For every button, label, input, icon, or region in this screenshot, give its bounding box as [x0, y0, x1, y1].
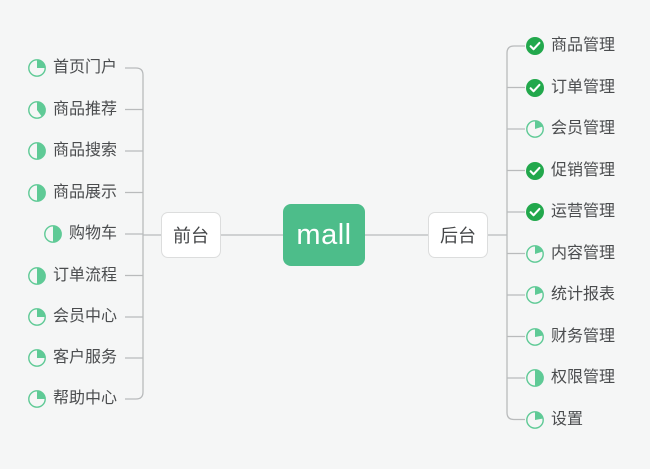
pie-progress-icon [28, 349, 46, 367]
leaf-item[interactable]: 首页门户 [10, 55, 117, 81]
pie-progress-icon [526, 369, 544, 387]
pie-progress-icon [28, 183, 46, 202]
leaf-item[interactable]: 设置 [525, 407, 644, 433]
check-circle-icon [526, 161, 544, 180]
leaf-item[interactable]: 订单管理 [525, 75, 644, 101]
root-node-label: mall [296, 218, 352, 251]
pie-progress-icon [526, 244, 544, 263]
pie-progress-icon [526, 286, 544, 304]
leaf-item[interactable]: 内容管理 [525, 241, 644, 267]
pie-progress-icon [28, 59, 46, 77]
leaf-item[interactable]: 商品展示 [10, 180, 117, 206]
leaf-item[interactable]: 订单流程 [10, 263, 117, 289]
leaf-item-label: 购物车 [68, 225, 117, 242]
pie-progress-icon [44, 225, 62, 243]
leaf-item-label: 会员中心 [52, 308, 117, 325]
leaf-item[interactable]: 客户服务 [10, 345, 117, 371]
leaf-item-label: 客户服务 [52, 349, 117, 366]
leaf-item[interactable]: 商品管理 [525, 33, 644, 59]
branch-node-frontend-label: 前台 [173, 226, 209, 246]
leaf-item[interactable]: 帮助中心 [10, 386, 117, 412]
right-spine [506, 45, 525, 421]
leaf-item-label: 商品展示 [52, 183, 117, 201]
pie-progress-icon [526, 410, 544, 429]
leaf-item-label: 统计报表 [551, 286, 616, 303]
leaf-item[interactable]: 会员管理 [525, 116, 644, 142]
leaf-item-label: 订单流程 [52, 266, 117, 284]
branch-node-backend-label: 后台 [440, 226, 476, 246]
leaf-item-label: 订单管理 [551, 78, 616, 96]
leaf-item[interactable]: 促销管理 [525, 158, 644, 184]
leaf-item-label: 权限管理 [551, 369, 616, 386]
leaf-item-label: 内容管理 [551, 244, 616, 262]
pie-progress-icon [28, 308, 46, 326]
pie-progress-icon [28, 390, 46, 408]
pie-progress-icon [526, 327, 544, 346]
leaf-item[interactable]: 商品搜索 [10, 138, 117, 164]
leaf-item-label: 商品管理 [551, 37, 616, 54]
leaf-item-label: 财务管理 [551, 327, 616, 345]
check-circle-icon [526, 203, 544, 221]
leaf-item-label: 首页门户 [52, 59, 117, 76]
leaf-item[interactable]: 统计报表 [525, 282, 644, 308]
leaf-item-label: 运营管理 [551, 203, 616, 220]
leaf-item[interactable]: 会员中心 [10, 304, 117, 330]
leaf-item-label: 会员管理 [551, 120, 616, 137]
leaf-item[interactable]: 购物车 [10, 221, 117, 247]
leaf-item-label: 促销管理 [551, 161, 616, 179]
leaf-item[interactable]: 权限管理 [525, 365, 644, 391]
leaf-item[interactable]: 商品推荐 [10, 97, 117, 123]
leaf-item-label: 商品搜索 [52, 142, 117, 159]
leaf-item[interactable]: 财务管理 [525, 324, 644, 350]
root-node-mall[interactable]: mall [283, 204, 365, 266]
leaf-item-label: 设置 [551, 410, 584, 428]
pie-progress-icon [28, 266, 46, 285]
check-circle-icon [526, 78, 544, 97]
branch-node-backend[interactable]: 后台 [428, 212, 488, 258]
leaf-item-label: 帮助中心 [52, 390, 117, 407]
branch-node-frontend[interactable]: 前台 [161, 212, 221, 258]
pie-progress-icon [28, 142, 46, 160]
leaf-item[interactable]: 运营管理 [525, 199, 644, 225]
check-circle-icon [526, 37, 544, 55]
pie-progress-icon [28, 100, 46, 119]
leaf-item-label: 商品推荐 [52, 100, 117, 118]
pie-progress-icon [526, 120, 544, 138]
